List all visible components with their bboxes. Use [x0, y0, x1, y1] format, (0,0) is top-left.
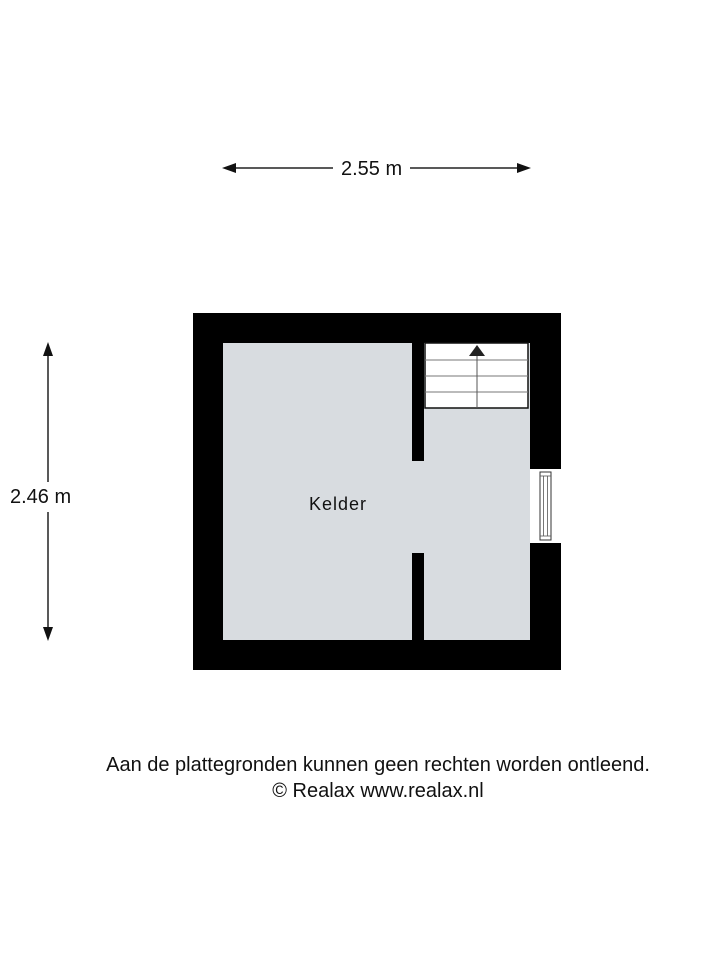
stairs: [424, 342, 529, 409]
stairs-up-arrow-icon: [469, 345, 485, 356]
height-dimension-label: 2.46 m: [10, 482, 72, 512]
room-label-kelder: Kelder: [309, 494, 368, 514]
copyright-text: © Realax www.realax.nl: [272, 780, 484, 802]
width-dimension-label: 2.55 m: [333, 158, 411, 180]
disclaimer-text: Aan de plattegronden kunnen geen rechten…: [106, 754, 650, 776]
window: [539, 471, 552, 541]
